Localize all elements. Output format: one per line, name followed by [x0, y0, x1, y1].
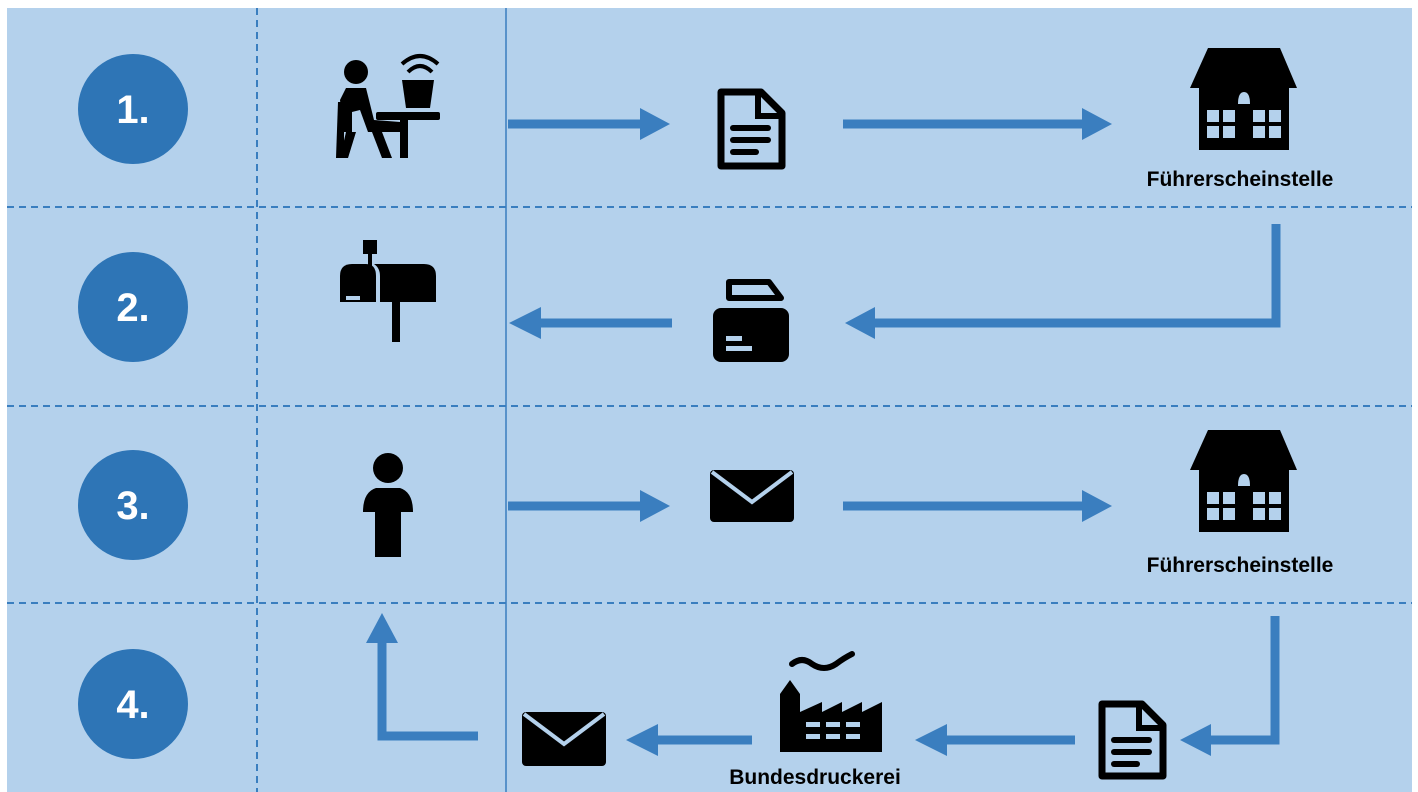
arrow-elbow-down-left	[1208, 616, 1280, 745]
step-circle-4: 4.	[78, 649, 188, 759]
arrow-head	[640, 108, 670, 140]
diagram-background	[7, 8, 1412, 792]
person-icon	[363, 453, 413, 557]
arrow-head	[626, 724, 658, 756]
factory-icon	[780, 651, 882, 752]
step-number: 2.	[116, 286, 149, 330]
authority-label: Führerscheinstelle	[1147, 554, 1334, 577]
person-at-laptop-icon	[336, 54, 440, 158]
arrow-elbow-down-left	[872, 224, 1281, 328]
authority-label: Führerscheinstelle	[1147, 168, 1334, 191]
mailbox-icon	[340, 240, 436, 342]
document-icon	[717, 88, 786, 170]
arrow-elbow-left-up	[377, 640, 478, 741]
step-circle-3: 3.	[78, 450, 188, 560]
step-number: 4.	[116, 683, 149, 727]
envelope-icon	[522, 712, 606, 766]
building-icon	[1190, 430, 1297, 532]
arrow-head	[640, 490, 670, 522]
step-number: 1.	[116, 88, 149, 132]
step-number: 3.	[116, 484, 149, 528]
step-circle-1: 1.	[78, 54, 188, 164]
arrow-head	[1082, 108, 1112, 140]
envelope-icon	[710, 470, 794, 522]
building-icon	[1190, 48, 1297, 150]
card-printer-icon	[713, 279, 789, 362]
arrow-head	[845, 307, 875, 339]
arrow-head	[366, 613, 398, 643]
printer-label: Bundesdruckerei	[729, 766, 901, 789]
arrows	[366, 108, 1281, 756]
arrow-head	[509, 307, 541, 339]
arrow-head	[1082, 490, 1112, 522]
step-circle-2: 2.	[78, 252, 188, 362]
grid-lines	[7, 8, 1412, 792]
arrow-head	[915, 724, 947, 756]
document-icon	[1098, 700, 1167, 780]
arrow-head	[1180, 724, 1211, 756]
